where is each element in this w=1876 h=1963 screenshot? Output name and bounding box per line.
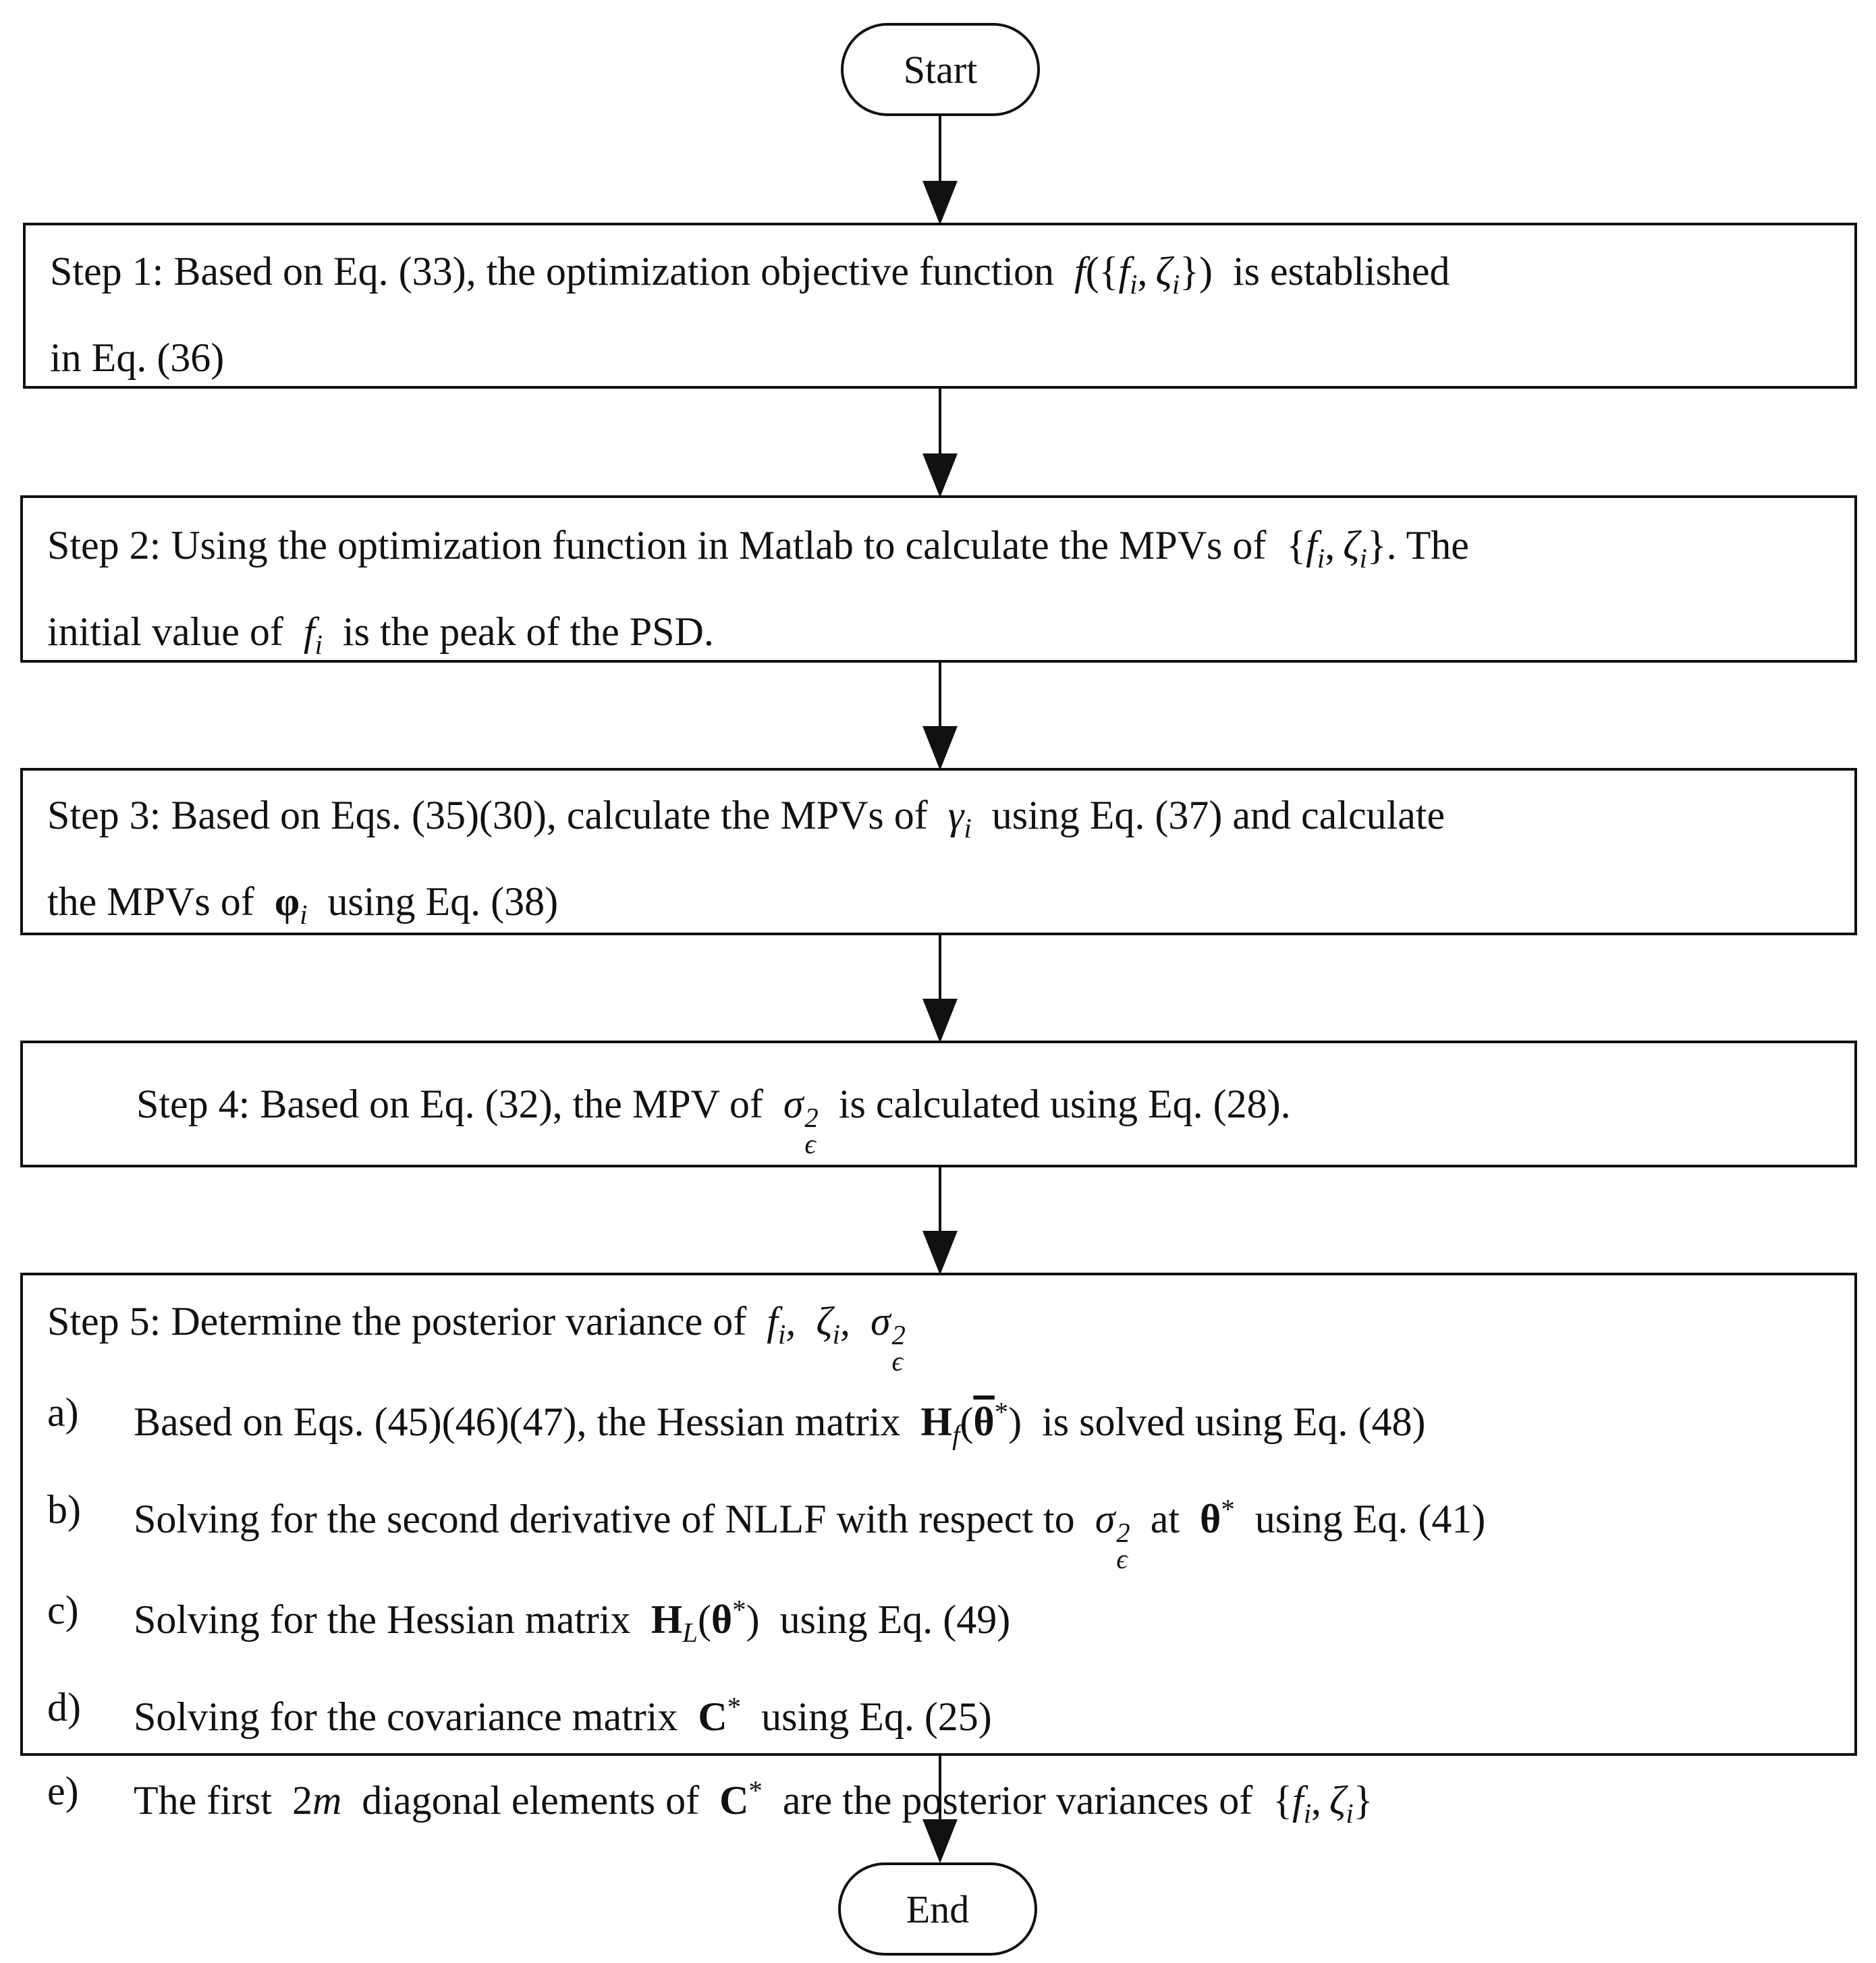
cov-c-star-e: C* bbox=[719, 1775, 763, 1823]
theta-star: θ* bbox=[1200, 1493, 1235, 1541]
step5-item-e: e) The first 2m diagonal elements of C* … bbox=[47, 1768, 1373, 1829]
step5-item-a: a) Based on Eqs. (45)(46)(47), the Hessi… bbox=[47, 1389, 1426, 1450]
step2-line2: initial value of fi is the peak of the P… bbox=[47, 609, 714, 660]
step3-line2: the MPVs of φi using Eq. (38) bbox=[47, 879, 559, 930]
step3-phi: φi bbox=[274, 879, 308, 930]
step2-formula: {fi, ζi} bbox=[1286, 523, 1387, 574]
step5-box: Step 5: Determine the posterior variance… bbox=[20, 1273, 1857, 1829]
step1-box: Step 1: Based on Eq. (33), the optimizat… bbox=[23, 223, 1857, 389]
step1-formula: f bbox=[1074, 249, 1086, 294]
cov-c-star: C* bbox=[698, 1691, 742, 1739]
start-label: Start bbox=[903, 47, 978, 92]
step5-item-c: c) Solving for the Hessian matrix HL(θ*)… bbox=[47, 1587, 1011, 1648]
step5-item-b: b) Solving for the second derivative of … bbox=[47, 1487, 1486, 1574]
step2-fi: fi bbox=[303, 609, 323, 660]
step2-box: Step 2: Using the optimization function … bbox=[20, 495, 1857, 663]
end-node: End bbox=[838, 1862, 1037, 1956]
step5-title: Step 5: Determine the posterior variance… bbox=[47, 1299, 906, 1377]
step2-line1: Step 2: Using the optimization function … bbox=[47, 523, 1469, 574]
step5-item-d: d) Solving for the covariance matrix C* … bbox=[47, 1684, 992, 1739]
hessian-hl: HL(θ*) bbox=[651, 1594, 760, 1648]
step3-box: Step 3: Based on Eqs. (35)(30), calculat… bbox=[20, 768, 1857, 935]
step1-line1: Step 1: Based on Eq. (33), the optimizat… bbox=[50, 249, 1450, 300]
step3-gamma: γi bbox=[947, 793, 972, 844]
hessian-hf: Hf(θ*) bbox=[920, 1396, 1022, 1450]
two-m: 2m bbox=[292, 1777, 342, 1823]
step1-line2: in Eq. (36) bbox=[50, 335, 225, 380]
start-node: Start bbox=[841, 23, 1040, 116]
end-label: End bbox=[906, 1887, 970, 1931]
step3-line1: Step 3: Based on Eqs. (35)(30), calculat… bbox=[47, 793, 1445, 844]
fi-zeta-set: {fi, ζi} bbox=[1273, 1777, 1373, 1829]
